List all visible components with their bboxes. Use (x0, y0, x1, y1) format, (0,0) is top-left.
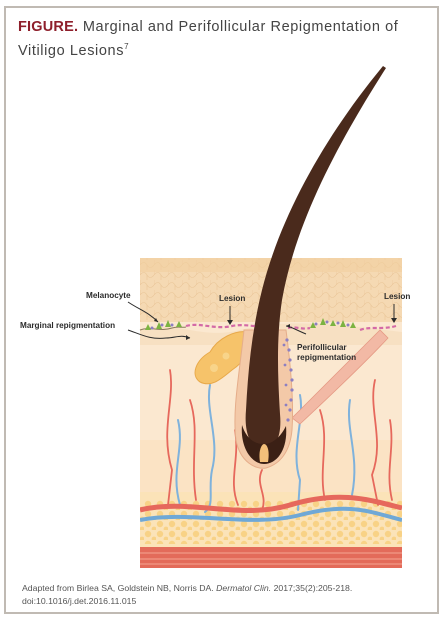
figure-title-text: Marginal and Perifollicular Repigmentati… (18, 19, 399, 59)
perifollicular-label-line2: repigmentation (297, 353, 356, 362)
lesion-left-label: Lesion (219, 294, 245, 303)
muscle-layer (140, 547, 402, 568)
marginal-melanocytes (139, 320, 187, 331)
annotation-arrowheads (154, 318, 397, 340)
figure-caption: Adapted from Birlea SA, Goldstein NB, No… (22, 582, 422, 607)
lesion-right-border (359, 324, 397, 332)
perifollicular-melanocytes-top (310, 318, 356, 328)
marginal-repigmentation-label: Marginal repigmentation (20, 321, 115, 330)
figure-title: FIGURE. Marginal and Perifollicular Repi… (18, 18, 418, 61)
hair-shaft (245, 66, 386, 450)
arteries (166, 369, 393, 511)
deep-vein (140, 506, 402, 522)
perifollicular-label-line1: Perifollicular (297, 343, 347, 352)
reference-mark: 7 (124, 42, 130, 51)
arrector-pili-muscle (291, 329, 389, 425)
perifollicular-melanocytes (282, 338, 294, 422)
caption-doi: doi:10.1016/j.det.2016.11.015 (22, 595, 137, 606)
lesion-right-label: Lesion (384, 292, 410, 301)
deep-artery (140, 494, 402, 513)
caption-journal: Dermatol Clin. (216, 583, 272, 593)
melanocyte-label: Melanocyte (86, 291, 131, 300)
figure-label: FIGURE. (18, 19, 79, 35)
lesion-left-border (185, 323, 257, 329)
caption-citation: 2017;35(2):205-218. (271, 583, 353, 593)
caption-prefix: Adapted from Birlea SA, Goldstein NB, No… (22, 583, 217, 593)
dermal-papilla (259, 444, 269, 462)
veins (175, 384, 356, 513)
